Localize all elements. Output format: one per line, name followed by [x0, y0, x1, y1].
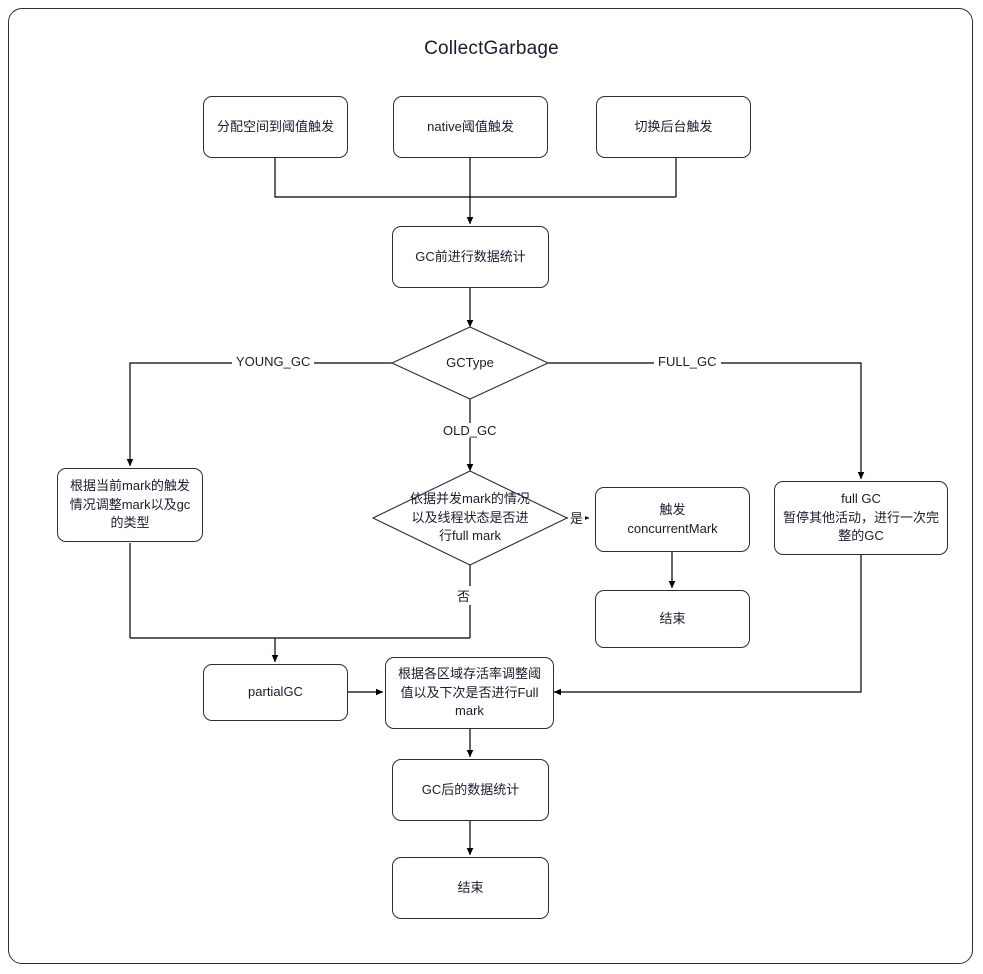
node-end-main-label: 结束	[457, 879, 484, 895]
edge-label-yes: 是	[568, 508, 586, 527]
node-trigger-alloc-label: 分配空间到阈值触发	[216, 118, 334, 134]
node-adjust-threshold[interactable]: 根据各区域存活率调整阈值以及下次是否进行Full mark	[385, 657, 554, 729]
edge-label-old-gc: OLD_GC	[439, 423, 501, 438]
node-full-mark-decision[interactable]: 依据并发mark的情况以及线程状态是否进行full mark	[373, 471, 567, 565]
node-adjust-mark-type[interactable]: 根据当前mark的触发情况调整mark以及gc的类型	[57, 468, 203, 542]
edge-label-young-gc: YOUNG_GC	[232, 354, 315, 369]
edge-full-gc-to-threshold	[553, 555, 862, 696]
node-full-gc[interactable]: full GC 暂停其他活动，进行一次完整的GC	[774, 481, 948, 555]
node-trigger-concurrent-mark-label-1: 触发	[659, 501, 686, 517]
edge-label-no: 否	[455, 586, 473, 605]
node-trigger-native[interactable]: native阈值触发	[393, 96, 548, 158]
node-trigger-alloc[interactable]: 分配空间到阈值触发	[203, 96, 348, 158]
gctype-diamond-shape	[390, 326, 550, 400]
node-full-gc-label-1: full GC	[841, 490, 881, 506]
edge-young-gc	[126, 362, 392, 467]
node-adjust-mark-type-label: 根据当前mark的触发情况调整mark以及gc的类型	[69, 477, 191, 531]
node-gctype-decision[interactable]: GCType	[392, 327, 548, 399]
node-partial-gc-label: partialGC	[248, 684, 303, 700]
node-post-gc-stats-label: GC后的数据统计	[421, 781, 520, 797]
full-mark-diamond-shape	[371, 470, 569, 566]
node-trigger-concurrent-mark[interactable]: 触发 concurrentMark	[595, 487, 750, 552]
node-pre-gc-stats-label: GC前进行数据统计	[415, 248, 526, 264]
diagram-title: CollectGarbage	[424, 38, 559, 59]
node-trigger-concurrent-mark-label-2: concurrentMark	[627, 520, 718, 536]
node-trigger-background[interactable]: 切换后台触发	[596, 96, 751, 158]
node-post-gc-stats[interactable]: GC后的数据统计	[392, 759, 549, 821]
node-gctype-decision-label: GCType	[446, 354, 494, 370]
edge-label-full-gc: FULL_GC	[654, 354, 721, 369]
node-partial-gc[interactable]: partialGC	[203, 664, 348, 721]
node-trigger-native-label: native阈值触发	[427, 118, 514, 134]
edge-alloc-to-bus	[274, 158, 676, 198]
node-adjust-threshold-label: 根据各区域存活率调整阈值以及下次是否进行Full mark	[397, 665, 541, 719]
node-trigger-background-label: 切换后台触发	[634, 118, 713, 134]
edge-full-gc	[548, 362, 865, 480]
node-end-concurrent[interactable]: 结束	[595, 590, 750, 648]
node-end-main[interactable]: 结束	[392, 857, 549, 919]
node-full-gc-label-2: 暂停其他活动，进行一次完整的GC	[782, 509, 939, 544]
node-pre-gc-stats[interactable]: GC前进行数据统计	[392, 226, 549, 288]
node-full-mark-decision-label: 依据并发mark的情况以及线程状态是否进行full mark	[410, 490, 530, 544]
node-end-concurrent-label: 结束	[659, 610, 686, 626]
